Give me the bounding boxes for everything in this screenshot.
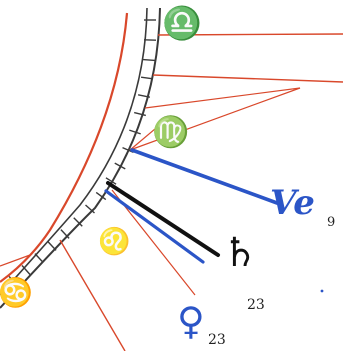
degree-tick — [114, 162, 126, 170]
degree-tick — [142, 58, 156, 62]
cancer-glyph: ♋ — [0, 276, 33, 309]
sign-division-line — [157, 33, 343, 36]
degree-tick — [140, 76, 154, 80]
degree-ticks — [8, 19, 157, 287]
degree-tick — [129, 129, 141, 135]
leo-glyph: ♌ — [98, 226, 130, 257]
saturn-line — [106, 181, 220, 257]
planet-lines — [104, 148, 279, 264]
degree-tick — [8, 275, 18, 287]
vesta-line — [130, 148, 279, 205]
degree-tick — [47, 241, 57, 251]
degree-tick — [134, 111, 146, 117]
inner-ring-arc-2 — [0, 7, 148, 296]
saturn-degree: 23 — [247, 297, 265, 313]
venus-glyph: ♀ — [177, 298, 205, 343]
venus-degree: 23 — [208, 332, 226, 348]
degree-tick — [21, 265, 31, 275]
degree-tick — [34, 253, 44, 263]
vesta-degree: 9 — [327, 215, 335, 230]
degree-tick — [105, 177, 117, 185]
degree-tick — [73, 217, 83, 227]
degree-tick — [60, 229, 70, 239]
venus-line — [104, 189, 205, 264]
zodiac-ring — [0, 7, 343, 351]
degree-tick — [137, 94, 151, 98]
libra-glyph: ♎ — [162, 4, 202, 42]
degree-tick — [85, 204, 95, 214]
sign-division-line — [152, 74, 343, 83]
sign-division-line — [0, 254, 31, 267]
saturn-glyph: ♄ — [222, 229, 258, 276]
ink-dot — [320, 289, 324, 293]
sign-division-line — [129, 117, 169, 151]
virgo-glyph: ♍ — [152, 114, 189, 150]
sign-division-line — [144, 87, 301, 109]
sign-division-line — [129, 87, 301, 151]
vesta-glyph: Ve — [270, 183, 315, 223]
sign-division-line — [59, 239, 126, 351]
outer-ring-arc — [0, 12, 129, 283]
degree-tick — [95, 191, 107, 201]
